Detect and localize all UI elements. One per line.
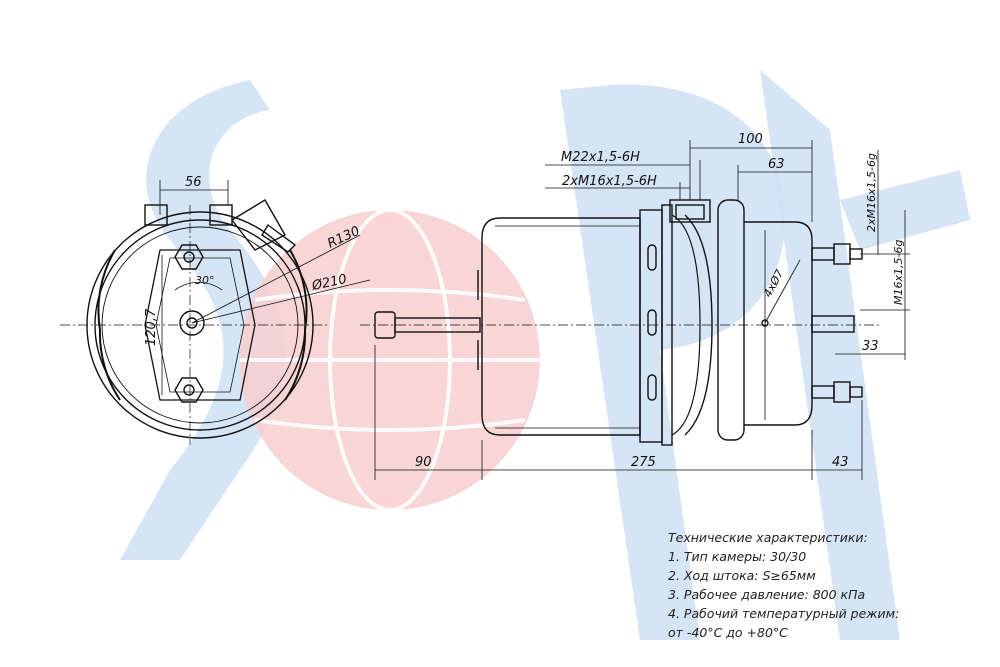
dim-side-100: 100 — [738, 132, 763, 147]
dim-side-275: 275 — [631, 455, 656, 470]
watermark — [120, 70, 970, 641]
spec-line-1: 1. Тип камеры: 30/30 — [668, 549, 807, 564]
dim-side-63: 63 — [768, 157, 785, 172]
spec-line-5: от -40°С до +80°С — [668, 625, 788, 640]
spec-line-2: 2. Ход штока: S≥65мм — [668, 568, 816, 583]
dim-front-diameter: Ø210 — [310, 272, 348, 294]
port-2xm16-label: 2xM16x1,5-6H — [562, 174, 657, 189]
thread-right-top-label: 2xM16x1,5-6g — [865, 153, 878, 232]
front-view — [60, 180, 371, 445]
dim-side-90: 90 — [415, 455, 432, 470]
dim-side-33: 33 — [862, 339, 879, 354]
dim-front-angle: 30° — [195, 274, 215, 287]
dimension-labels: 56 30° 120,7 R130 Ø210 M22x1,5-6H 2xM16x… — [144, 132, 905, 470]
thread-right-bottom-label: M16x1,5-6g — [892, 240, 905, 305]
side-view — [360, 140, 910, 480]
specifications: Технические характеристики: 1. Тип камер… — [668, 528, 988, 642]
dim-front-56: 56 — [185, 175, 202, 190]
dim-side-43: 43 — [832, 455, 849, 470]
port-m22-label: M22x1,5-6H — [561, 150, 640, 165]
dim-front-vertical: 120,7 — [144, 308, 159, 346]
specs-title: Технические характеристики: — [668, 530, 868, 545]
spec-line-3: 3. Рабочее давление: 800 кПа — [668, 587, 866, 602]
spec-line-4: 4. Рабочий температурный режим: — [668, 606, 900, 621]
